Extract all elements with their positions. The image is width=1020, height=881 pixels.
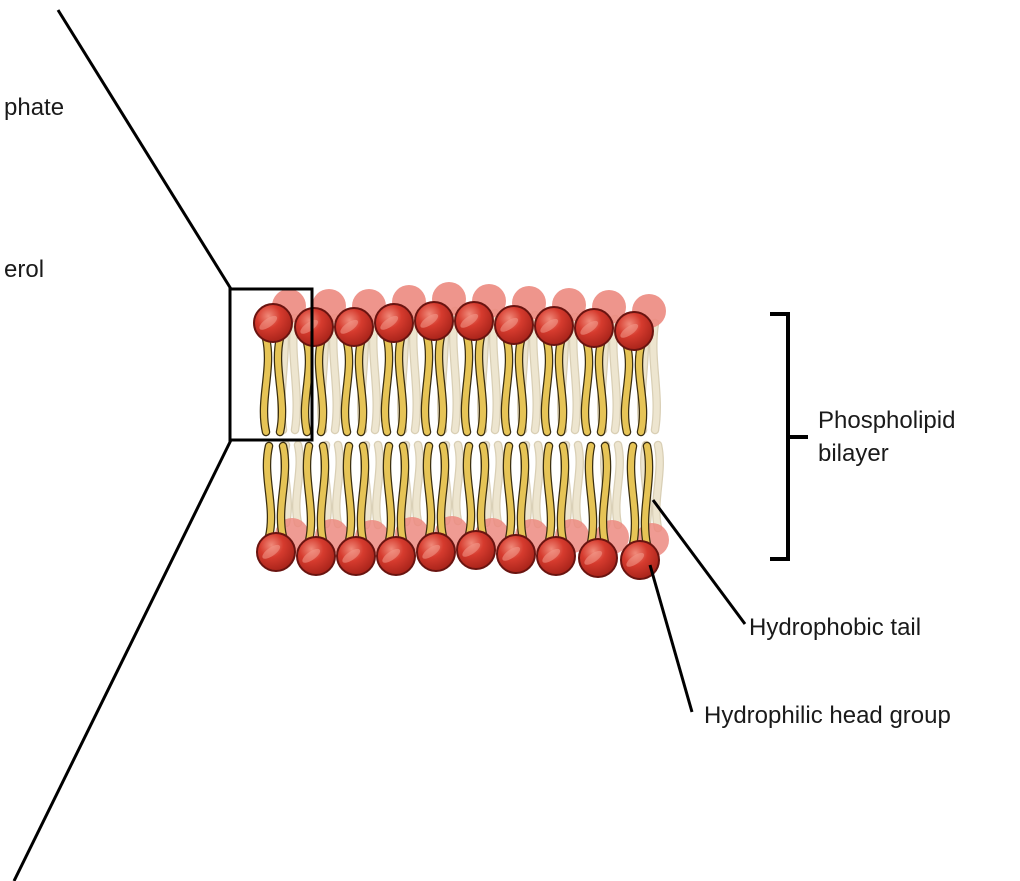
head-bottom bbox=[257, 533, 295, 571]
back-tail-bottom bbox=[496, 445, 499, 523]
head-bottom bbox=[417, 533, 455, 571]
back-tail-bottom bbox=[336, 445, 339, 524]
back-tail-bottom bbox=[576, 445, 579, 524]
head-top bbox=[335, 308, 373, 346]
head-bottom bbox=[537, 537, 575, 575]
head-bottom bbox=[457, 531, 495, 569]
zoom-line-bottom bbox=[14, 440, 231, 881]
head-top bbox=[375, 304, 413, 342]
head-top bbox=[495, 306, 533, 344]
glycerol-label: erol bbox=[4, 254, 44, 286]
head-leader-line bbox=[650, 565, 692, 712]
bilayer-label-line1: Phospholipid bbox=[818, 405, 955, 437]
back-tail-bottom bbox=[456, 445, 459, 521]
head-top bbox=[415, 302, 453, 340]
head-top bbox=[575, 309, 613, 347]
back-tail-bottom bbox=[536, 445, 539, 524]
head-bottom bbox=[497, 535, 535, 573]
back-tail-bottom bbox=[616, 445, 619, 525]
back-tail-bottom bbox=[296, 445, 299, 523]
hydrophilic-head-label: Hydrophilic head group bbox=[704, 700, 951, 732]
head-bottom bbox=[297, 537, 335, 575]
head-top bbox=[455, 302, 493, 340]
head-bottom bbox=[337, 537, 375, 575]
head-top bbox=[615, 312, 653, 350]
back-tail-bottom bbox=[416, 445, 419, 522]
bilayer-label-line2: bilayer bbox=[818, 438, 889, 470]
phosphate-label: phate bbox=[4, 92, 64, 124]
head-bottom bbox=[377, 537, 415, 575]
head-top bbox=[535, 307, 573, 345]
head-bottom bbox=[579, 539, 617, 577]
zoom-line-top bbox=[58, 10, 231, 289]
head-top bbox=[254, 304, 292, 342]
hydrophobic-tail-label: Hydrophobic tail bbox=[749, 612, 921, 644]
back-tail-top bbox=[413, 314, 416, 430]
back-tail-bottom bbox=[656, 445, 659, 528]
back-tail-top bbox=[653, 323, 656, 430]
back-tail-bottom bbox=[376, 445, 379, 525]
tail-leader-line bbox=[653, 500, 745, 624]
bilayer-bracket bbox=[770, 314, 808, 559]
head-top bbox=[295, 308, 333, 346]
back-tail-top bbox=[373, 318, 376, 430]
